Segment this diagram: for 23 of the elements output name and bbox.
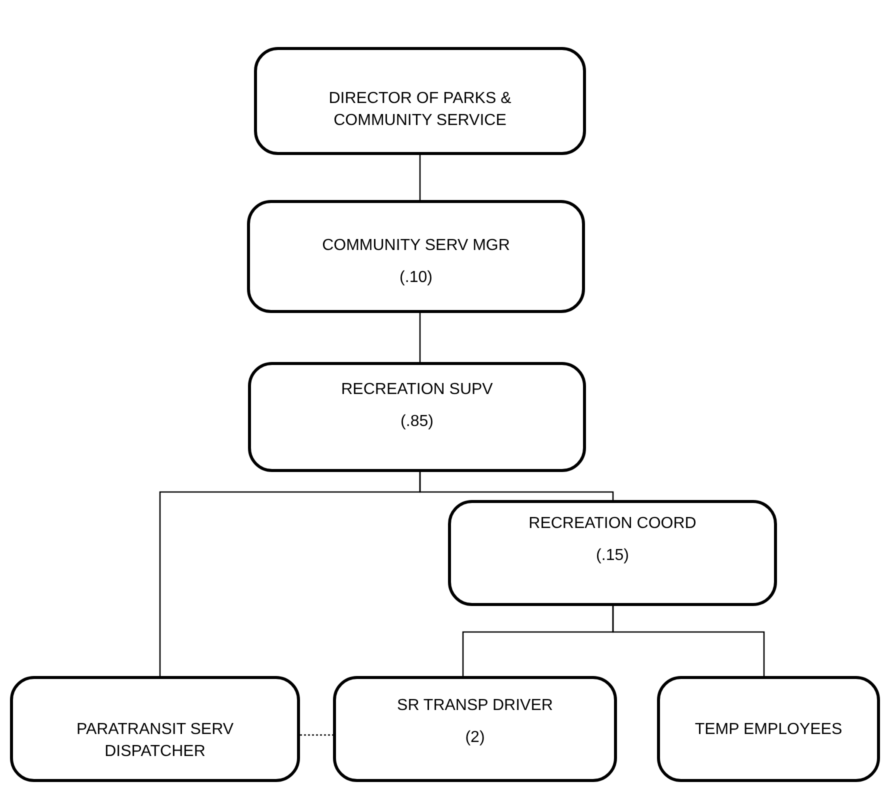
position-title: TEMP EMPLOYEES bbox=[694, 720, 842, 740]
connector-line bbox=[419, 472, 614, 500]
connector-line bbox=[419, 155, 421, 200]
position-detail: (2) bbox=[465, 728, 485, 748]
position-title: COMMUNITY SERV MGR bbox=[322, 236, 510, 256]
position-detail: (.15) bbox=[596, 546, 629, 566]
position-detail: (.85) bbox=[400, 412, 434, 432]
position-box bbox=[657, 676, 880, 782]
connector-line bbox=[419, 313, 421, 362]
position-box bbox=[448, 500, 777, 606]
position-title: RECREATION COORD bbox=[528, 514, 696, 534]
position-box bbox=[247, 200, 585, 313]
position-box bbox=[248, 362, 586, 472]
connector-line bbox=[612, 606, 765, 676]
position-title: SR TRANSP DRIVER bbox=[397, 696, 553, 716]
position-title: DIRECTOR OF PARKS & COMMUNITY SERVICE bbox=[328, 89, 512, 131]
dotted-connector bbox=[300, 734, 333, 736]
position-box bbox=[254, 47, 586, 155]
position-box bbox=[333, 676, 617, 782]
position-title: RECREATION SUPV bbox=[341, 380, 493, 400]
position-detail: (.10) bbox=[400, 268, 432, 288]
position-title: PARATRANSIT SERV DISPATCHER bbox=[75, 720, 235, 762]
position-box bbox=[10, 676, 300, 782]
